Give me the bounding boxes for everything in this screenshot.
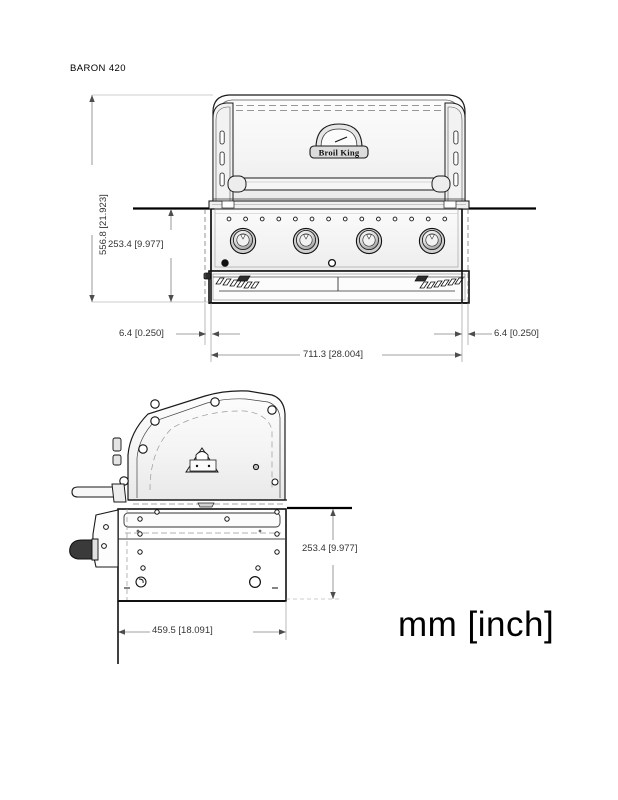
lid-right-slot-lower [453, 172, 459, 187]
badge-label: Broil King [319, 147, 360, 157]
cabinet-dot-2 [258, 529, 262, 533]
lid-rivet-a [252, 463, 260, 471]
dim-label-overall-width: 711.3 [28.004] [301, 349, 366, 360]
side-bracket-plate [189, 459, 217, 472]
lid-right-slot-mid [453, 151, 459, 166]
cabinet-dot-1 [136, 529, 140, 533]
side-lid-inner [136, 398, 281, 498]
side-handle-bar [71, 486, 119, 498]
burner-knob-1[interactable] [229, 227, 257, 255]
dim-label-right-flange: 6.4 [0.250] [492, 328, 541, 339]
cabinet-bolt-8 [274, 549, 280, 555]
cabinet-bolt-9 [140, 565, 146, 571]
cabinet-bolt-10 [255, 565, 261, 571]
dim-label-overall-depth: 459.5 [18.091] [150, 625, 215, 636]
side-access-hole [249, 575, 262, 588]
side-lid-hidden-curve [149, 410, 273, 491]
cabinet-bolt-5 [137, 531, 143, 537]
lid-bolt-b [138, 444, 148, 454]
front-view-geometry: Broil King [133, 94, 536, 304]
lid-bolt-f [267, 405, 277, 415]
dim-label-side-drop-height: 253.4 [9.977] [300, 543, 360, 554]
vent-louvres-right [414, 275, 464, 289]
side-lid-shell [127, 390, 286, 501]
lid-left-slot-upper [219, 130, 225, 145]
front-view-dimensions [89, 94, 496, 362]
lid-left-slot-mid [219, 151, 225, 166]
lid-rivet-b [271, 478, 279, 486]
bracket-bolt-2 [101, 543, 107, 549]
badge-plate [309, 145, 369, 159]
units-label: mm [inch] [398, 605, 555, 644]
side-gas-fitting [135, 576, 147, 588]
panel-rail-right-tab [443, 200, 457, 209]
gauge-face [320, 128, 358, 148]
side-lid-handle [71, 483, 127, 503]
side-hinge-lower [112, 454, 122, 466]
lid-bolt-d [150, 399, 160, 409]
handle-left-mount [227, 175, 247, 193]
cabinet-bolt-7 [274, 531, 280, 537]
burner-knob-4[interactable] [418, 227, 446, 255]
control-panel-inner [214, 208, 459, 268]
burner-knob-2[interactable] [292, 227, 320, 255]
lid-left-post-inner [215, 106, 231, 208]
dim-label-front-drop-height: 253.4 [9.977] [106, 239, 166, 250]
panel-top-rail [208, 200, 470, 210]
model-title: BARON 420 [70, 63, 126, 74]
dim-label-left-flange: 6.4 [0.250] [117, 328, 166, 339]
cabinet-bolt-3 [224, 516, 230, 522]
side-handle-mount [111, 483, 127, 503]
panel-vent-hole-row [226, 216, 448, 222]
lower-vent-inner [212, 273, 466, 301]
cabinet-bolt-1 [137, 516, 143, 522]
lid-right-post-inner [447, 106, 463, 208]
lid-right-slot-upper [453, 130, 459, 145]
side-view-knob[interactable] [69, 538, 99, 561]
gauge-needle [334, 136, 348, 143]
panel-port [327, 258, 337, 268]
side-bracket-cap [195, 451, 209, 461]
lid-left-slot-lower [219, 172, 225, 187]
side-hinge-upper [112, 437, 122, 452]
handle-right-mount [431, 175, 451, 193]
cabinet-bolt-2 [154, 509, 160, 515]
lid-bolt-a [150, 416, 160, 426]
side-cabinet-top-tray [123, 512, 281, 528]
bracket-bolt-1 [103, 524, 109, 530]
handle-bar [231, 177, 447, 191]
ignition-button[interactable] [221, 259, 229, 267]
side-view-dimensions [117, 509, 340, 664]
panel-rail-left-tab [221, 200, 235, 209]
lid-handle-group [227, 175, 451, 193]
brand-badge-group: Broil King [309, 123, 369, 159]
side-view-geometry [69, 390, 352, 602]
side-bracket-hole-r [207, 464, 211, 468]
vent-louvres-left [215, 275, 260, 289]
lid-bolt-e [210, 397, 220, 407]
cabinet-bolt-4 [274, 509, 280, 515]
burner-knob-3[interactable] [355, 227, 383, 255]
side-bracket-hole-l [195, 464, 199, 468]
side-lid-latch [197, 502, 215, 508]
cabinet-bolt-6 [137, 549, 143, 555]
